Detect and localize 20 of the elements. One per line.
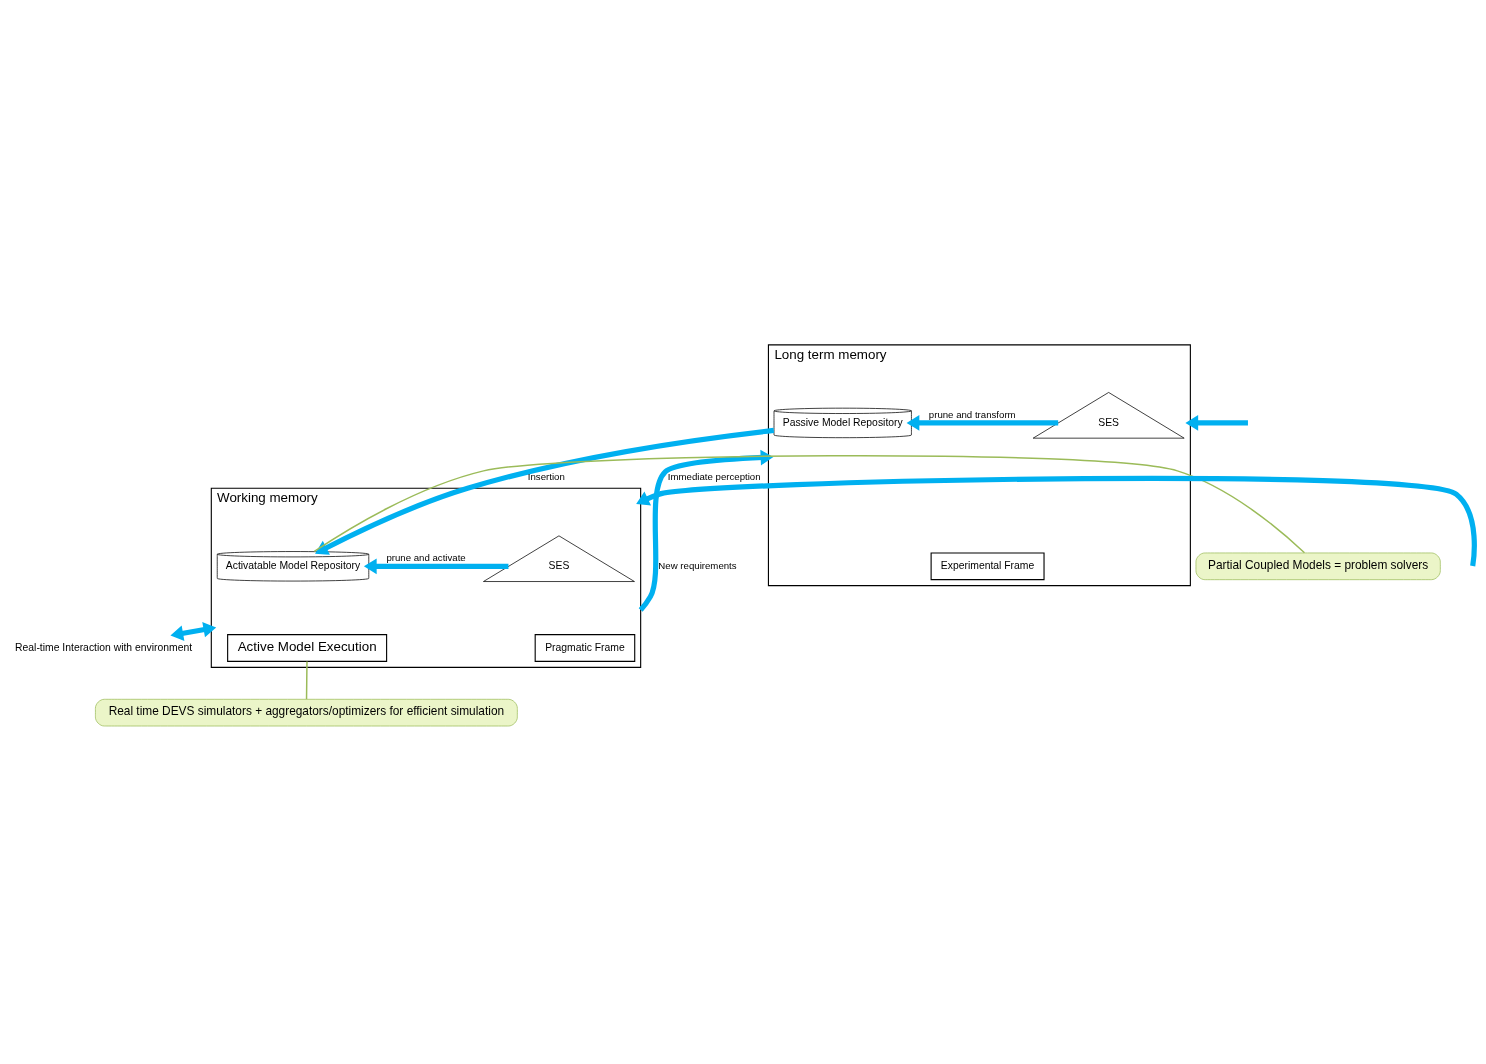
connector (305, 660, 308, 700)
arrow (636, 475, 1477, 566)
node-box: Experimental Frame (930, 551, 1045, 580)
arrow (906, 414, 1059, 431)
edge-label: New requirements (658, 559, 737, 571)
arrow (1185, 414, 1248, 431)
node-box: Real time DEVS simulators + aggregators/optimizers for efficient simulation (95, 698, 518, 726)
node-box: Partial Coupled Models = problem solvers (1195, 552, 1441, 580)
node-text: Real-time Interaction with environment (15, 641, 193, 653)
arrow (170, 621, 217, 641)
edge-label: prune and transform (928, 408, 1016, 420)
edge-label: prune and activate (386, 551, 466, 563)
arrow (638, 449, 774, 612)
arrow (315, 427, 775, 555)
edge-label: Insertion (527, 470, 565, 482)
connector (313, 454, 1306, 554)
node-box: Active Model Execution (227, 633, 388, 662)
arrow (363, 557, 509, 574)
node-box: Pragmatic Frame (534, 633, 636, 662)
edge-label: Immediate perception (667, 470, 761, 482)
